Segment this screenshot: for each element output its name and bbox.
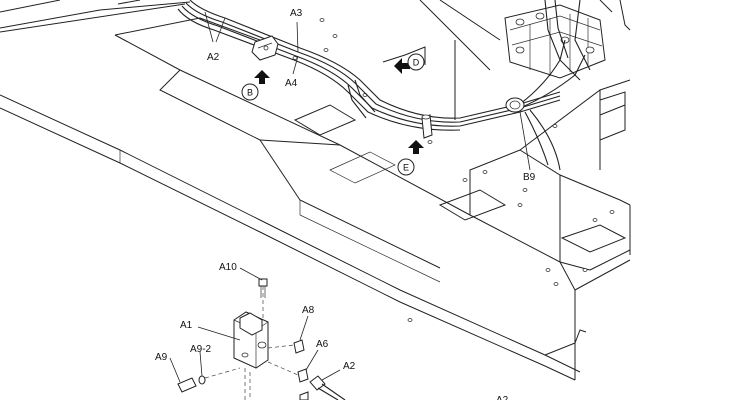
frame-holes bbox=[292, 18, 615, 322]
label-a10: A10 bbox=[219, 262, 237, 273]
bolt-a10 bbox=[258, 278, 268, 320]
cap-a8 bbox=[267, 339, 305, 354]
label-a9-2: A9-2 bbox=[190, 344, 212, 355]
part-labels: A2 A3 A4 B9 A10 A1 A8 A9-2 A6 A9 A2 A2 bbox=[155, 8, 536, 400]
view-arrow-b bbox=[254, 70, 270, 84]
frame-structure bbox=[0, 0, 631, 381]
hose-harness bbox=[177, 0, 586, 171]
view-marker-b-label: B bbox=[247, 88, 253, 98]
label-a2-top: A2 bbox=[207, 52, 220, 63]
leader-lines bbox=[169, 11, 531, 383]
view-marker-e-label: E bbox=[403, 163, 409, 173]
label-a3: A3 bbox=[290, 8, 303, 19]
fitting-a9 bbox=[177, 367, 241, 393]
view-arrow-e bbox=[408, 140, 424, 154]
b9-clamp bbox=[505, 97, 525, 113]
hose-end-a2 bbox=[309, 375, 346, 400]
label-a4: A4 bbox=[285, 78, 298, 89]
view-arrow-d bbox=[394, 58, 410, 74]
hose-clamp-bracket bbox=[251, 35, 279, 61]
label-a1: A1 bbox=[180, 320, 193, 331]
edge-clamp bbox=[299, 391, 309, 400]
view-marker-d-label: D bbox=[413, 58, 420, 68]
view-marker-e: E bbox=[397, 158, 415, 176]
control-valve-assembly bbox=[504, 0, 606, 81]
label-a2-bottom: A2 bbox=[343, 361, 356, 372]
label-a6: A6 bbox=[316, 339, 329, 350]
nut-a6 bbox=[267, 361, 309, 383]
hose-fitting bbox=[421, 114, 433, 139]
view-marker-b: B bbox=[241, 83, 259, 101]
label-a9: A9 bbox=[155, 352, 168, 363]
view-marker-d: D bbox=[407, 53, 425, 71]
block-a1 bbox=[233, 311, 269, 400]
label-a8: A8 bbox=[302, 305, 315, 316]
label-b9: B9 bbox=[523, 172, 536, 183]
label-a2-edge: A2 bbox=[496, 395, 509, 400]
